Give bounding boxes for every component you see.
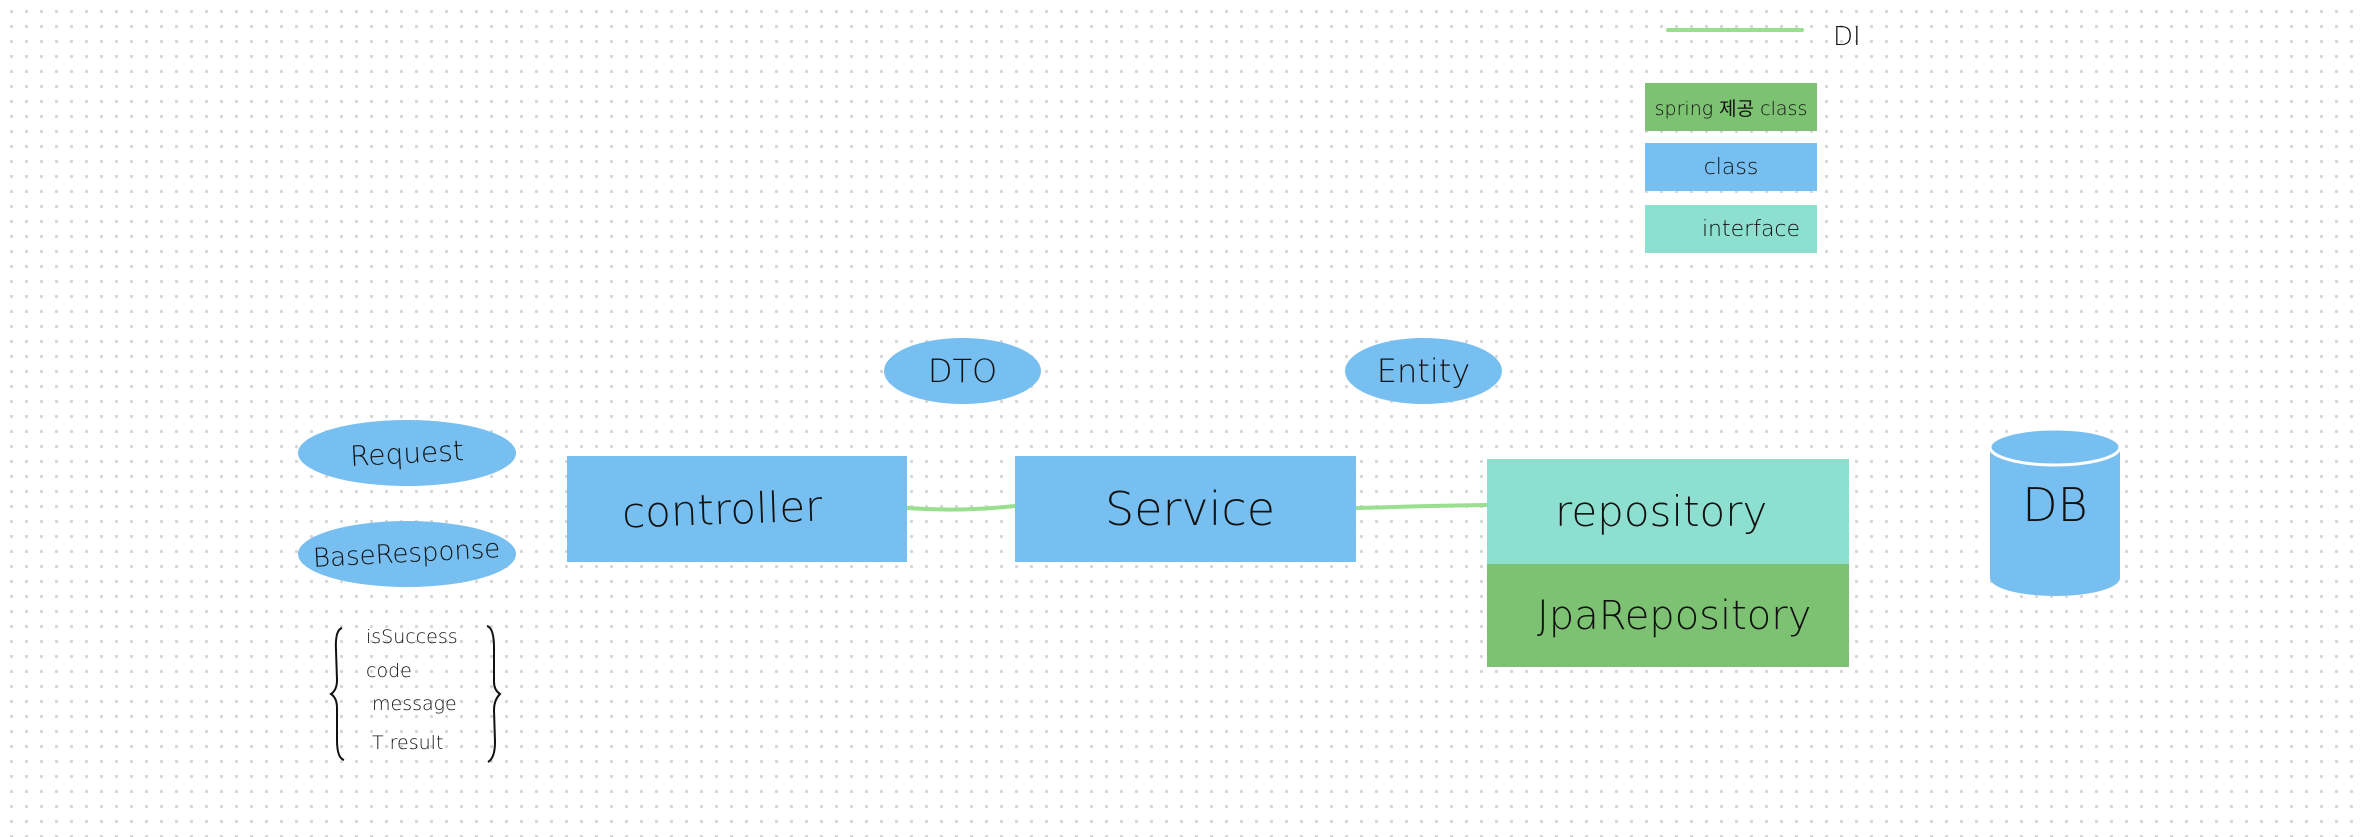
legend-spring-class: spring 제공 class — [1645, 83, 1817, 131]
base-response-node: BaseResponse — [298, 521, 516, 587]
repository-node: repository — [1487, 459, 1849, 564]
controller-node: controller — [567, 456, 907, 562]
jpa-repository-label: JpaRepository — [1537, 592, 1812, 639]
entity-label: Entity — [1376, 352, 1471, 390]
base-response-label: BaseResponse — [312, 534, 502, 574]
di-edge-service-repository — [1355, 503, 1489, 510]
field-code: code — [366, 660, 412, 682]
request-node: Request — [298, 420, 516, 486]
request-label: Request — [349, 433, 465, 473]
left-brace — [329, 627, 345, 761]
right-brace — [486, 625, 502, 763]
controller-label: controller — [621, 481, 824, 537]
service-node: Service — [1015, 456, 1356, 562]
field-result: T result — [372, 732, 444, 754]
legend-class: class — [1645, 143, 1817, 191]
db-cylinder-icon — [1988, 427, 2122, 596]
di-edge-controller-service — [906, 504, 1017, 512]
entity-node: Entity — [1345, 338, 1502, 404]
service-label: Service — [1105, 482, 1276, 536]
db-label: DB — [2022, 478, 2088, 532]
legend-di-label: DI — [1833, 22, 1861, 52]
legend-di-line — [1666, 28, 1804, 32]
repository-label: repository — [1555, 487, 1768, 536]
legend-interface: interface — [1645, 205, 1817, 253]
jpa-repository-node: JpaRepository — [1487, 564, 1849, 667]
dto-label: DTO — [927, 352, 998, 390]
dto-node: DTO — [884, 338, 1041, 404]
field-is-success: isSuccess — [366, 626, 458, 648]
field-message: message — [372, 693, 457, 715]
